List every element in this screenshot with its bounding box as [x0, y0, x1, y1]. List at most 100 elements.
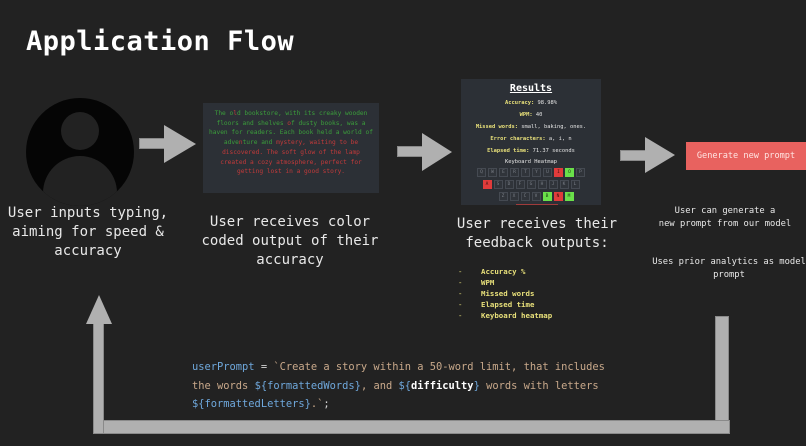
- stat-value: a, i, n: [548, 136, 572, 142]
- code-punc: ;: [323, 398, 330, 410]
- caption-line: feedback outputs:: [465, 235, 609, 251]
- code-string: , and: [360, 379, 399, 392]
- note-line: Uses prior analytics as model: [652, 257, 806, 267]
- key-y: Y: [532, 168, 541, 177]
- caption-line: User receives their: [456, 216, 618, 232]
- stat-label: WPM:: [519, 112, 533, 118]
- results-heading: Results: [509, 83, 553, 94]
- caption-line: coded output of their: [201, 233, 379, 249]
- stat-elapsed-time: Elapsed time: 71.37 seconds: [461, 148, 601, 154]
- key-l: L: [570, 180, 580, 189]
- key-u: U: [543, 168, 552, 177]
- code-interp: ${: [192, 398, 205, 410]
- loop-line-left: [93, 322, 104, 434]
- code-interp: ${: [398, 379, 411, 392]
- code-var: difficulty: [411, 379, 474, 392]
- user-avatar-icon: [26, 98, 134, 206]
- heatmap-label: Keyboard Heatmap: [505, 159, 557, 165]
- story-segment-red: n: [238, 139, 243, 147]
- key-k: K: [559, 180, 569, 189]
- item-label: WPM: [481, 278, 495, 287]
- code-op: =: [254, 361, 274, 373]
- list-item: - Keyboard heatmap: [458, 310, 552, 321]
- stat-wpm: WPM: 40: [461, 112, 601, 118]
- key-q: Q: [477, 168, 486, 177]
- list-item: - Accuracy %: [458, 266, 552, 277]
- item-label: Missed words: [481, 289, 535, 298]
- key-b: B: [542, 192, 552, 201]
- prompt-code-snippet: userPrompt = `Create a story within a 50…: [192, 358, 605, 414]
- analytics-note: Uses prior analytics as model prompt: [644, 256, 806, 282]
- stat-value: small, baking, ones.: [521, 124, 587, 130]
- step-2-caption: User receives color coded output of thei…: [196, 213, 384, 270]
- caption-line: User receives color: [209, 214, 371, 230]
- key-a: A: [482, 180, 492, 189]
- item-label: Elapsed time: [481, 300, 535, 309]
- key-j: J: [548, 180, 558, 189]
- code-var: userPrompt: [192, 361, 255, 373]
- key-v: V: [531, 192, 541, 201]
- list-item: - Missed words: [458, 288, 552, 299]
- code-interp: }: [473, 379, 480, 392]
- caption-line: accuracy: [54, 243, 122, 259]
- color-coded-story-output: The old bookstore, with its creaky woode…: [203, 103, 379, 193]
- story-segment-red: l: [233, 110, 237, 117]
- generate-new-prompt-button[interactable]: Generate new prompt: [686, 142, 806, 170]
- code-string: words with letters: [479, 379, 599, 392]
- key-p: P: [576, 168, 585, 177]
- code-interp: ${: [254, 379, 268, 392]
- avatar-body: [43, 156, 117, 206]
- key-t: T: [521, 168, 530, 177]
- key-w: W: [488, 168, 497, 177]
- key-d: D: [504, 180, 514, 189]
- story-segment-red: o: [287, 119, 291, 127]
- step-3-caption: User receives their feedback outputs:: [440, 215, 634, 253]
- stat-label: Elapsed time:: [487, 148, 530, 154]
- stat-label: Missed words:: [475, 124, 519, 130]
- dash: -: [458, 300, 463, 309]
- code-interp: }: [304, 398, 311, 410]
- key-o: O: [565, 168, 574, 177]
- code-var: formattedWords: [267, 379, 355, 392]
- story-segment-red: mystery, waiting to be discovered. The s…: [220, 139, 362, 176]
- dash: -: [458, 267, 463, 276]
- key-f: F: [515, 180, 525, 189]
- code-string: the words: [192, 379, 255, 392]
- caption-line: accuracy: [256, 252, 324, 268]
- key-e: E: [499, 168, 508, 177]
- stat-value: 40: [535, 112, 543, 118]
- dash: -: [458, 311, 463, 320]
- key-n: N: [553, 192, 563, 201]
- item-label: Keyboard heatmap: [481, 311, 553, 320]
- key-c: C: [520, 192, 530, 201]
- code-string: `Create a story within a 50-word limit, …: [273, 361, 605, 373]
- caption-line: User inputs typing,: [7, 205, 169, 221]
- loop-line-bottom: [102, 420, 730, 434]
- list-item: - WPM: [458, 277, 552, 288]
- note-line: prompt: [713, 270, 745, 280]
- dash: -: [458, 278, 463, 287]
- results-panel: Results Accuracy: 98.98% WPM: 40 Missed …: [461, 79, 601, 205]
- divider: [516, 204, 558, 205]
- key-g: G: [526, 180, 536, 189]
- loop-line-right: [715, 316, 729, 422]
- key-x: X: [509, 192, 519, 201]
- key-m: M: [564, 192, 574, 201]
- story-segment-green: The o: [214, 110, 234, 117]
- list-item: - Elapsed time: [458, 299, 552, 310]
- step-4-caption: User can generate a new prompt from our …: [644, 205, 806, 231]
- item-label: Accuracy %: [481, 267, 526, 276]
- dash: -: [458, 289, 463, 298]
- stat-value: 71.37 seconds: [532, 148, 575, 154]
- caption-line: aiming for speed &: [12, 224, 164, 240]
- key-r: R: [510, 168, 519, 177]
- stat-accuracy: Accuracy: 98.98%: [461, 100, 601, 106]
- key-h: H: [537, 180, 547, 189]
- stat-error-characters: Error characters: a, i, n: [461, 136, 601, 142]
- key-z: Z: [498, 192, 508, 201]
- code-string: .`: [310, 398, 324, 410]
